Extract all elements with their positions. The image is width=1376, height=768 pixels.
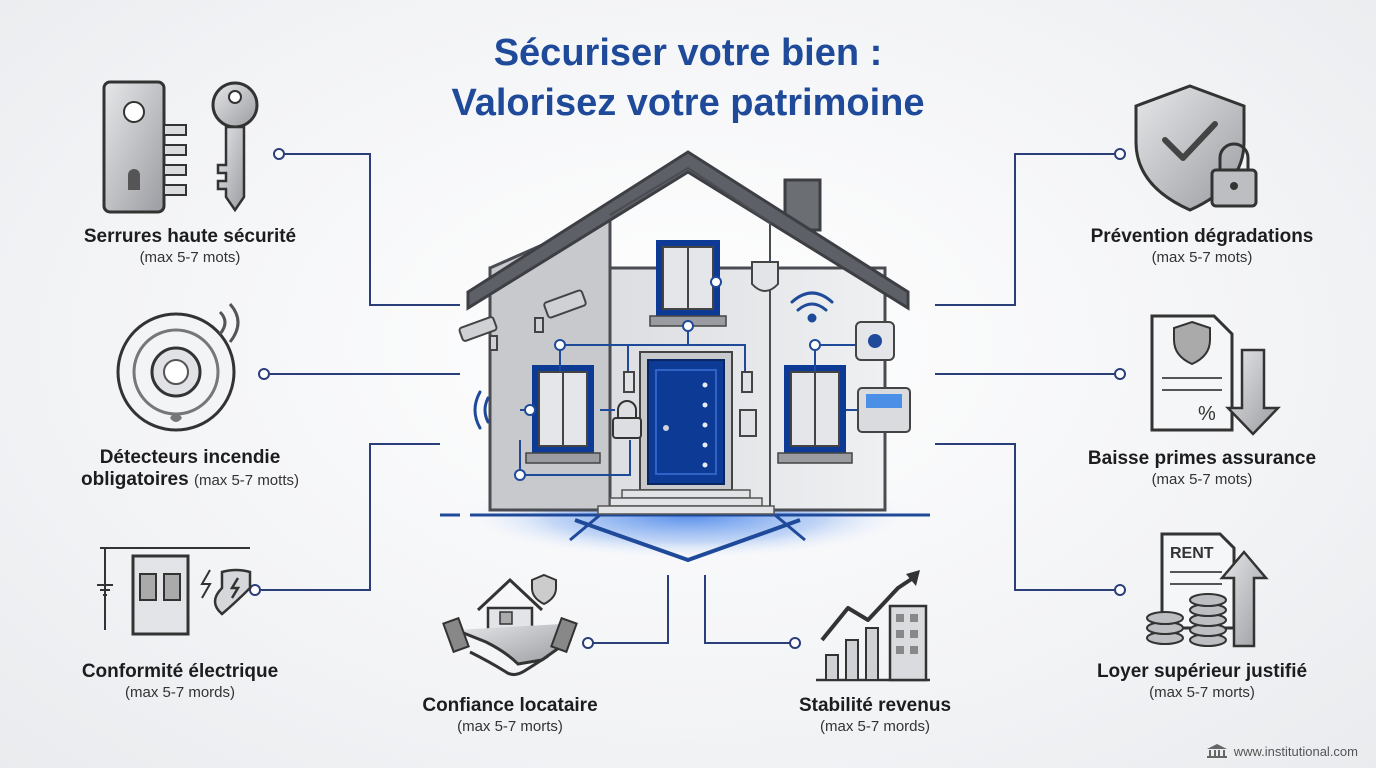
- label-prevention-title: Prévention dégradations: [1090, 226, 1314, 247]
- svg-text:%: %: [1198, 403, 1216, 425]
- growth-chart-icon: [816, 570, 930, 682]
- front-door: [647, 359, 725, 485]
- label-confiance-subtitle: (max 5-7 morts): [457, 718, 563, 735]
- label-serrures-subtitle: (max 5-7 mots): [139, 249, 241, 266]
- footer: www.institutional.com: [1206, 743, 1358, 759]
- label-loyer: Loyer supérieur justifié (max 5-7 morts): [1052, 661, 1352, 703]
- label-stabilite-subtitle: (max 5-7 mords): [819, 718, 931, 735]
- svg-text:RENT: RENT: [1170, 545, 1214, 562]
- label-conformite-title: Conformité électrique: [81, 661, 279, 682]
- label-serrures-title: Serrures haute sécurité: [83, 226, 297, 247]
- label-detecteurs-subtitle: (max 5-7 motts): [193, 472, 299, 489]
- house-illustration: [458, 150, 911, 515]
- label-detecteurs-title-1: Détecteurs incendie: [99, 447, 281, 468]
- label-prevention: Prévention dégradations (max 5-7 mots): [1052, 226, 1352, 268]
- title-line-2: Valorisez votre patrimoine: [451, 82, 925, 124]
- label-detecteurs-title-2: obligatoires: [81, 469, 189, 490]
- electrical-panel-icon: [97, 547, 252, 636]
- label-baisse-title: Baisse primes assurance: [1087, 448, 1317, 469]
- label-baisse-subtitle: (max 5-7 mots): [1151, 471, 1253, 488]
- shield-lock-icon: [1134, 84, 1258, 212]
- roof: [466, 150, 910, 311]
- label-prevention-subtitle: (max 5-7 mots): [1151, 249, 1253, 266]
- camera-sensor-icon: [855, 321, 895, 361]
- label-baisse: Baisse primes assurance (max 5-7 mots): [1052, 448, 1352, 490]
- label-confiance: Confiance locataire (max 5-7 morts): [380, 695, 640, 737]
- handshake-home-icon: [442, 573, 578, 677]
- title-line-1: Sécuriser votre bien :: [493, 32, 883, 74]
- label-conformite-subtitle: (max 5-7 mords): [124, 684, 236, 701]
- camera-icon-2: [458, 316, 498, 351]
- label-stabilite: Stabilité revenus (max 5-7 mords): [745, 695, 1005, 737]
- page-title: Sécuriser votre bien : Valorisez votre p…: [0, 28, 1376, 128]
- wifi-icon: [790, 291, 834, 323]
- ground-lines: [440, 513, 930, 563]
- smoke-detector-icon: [116, 303, 240, 432]
- insurance-document-icon: %: [1150, 314, 1281, 436]
- institution-icon: [1206, 744, 1227, 758]
- label-loyer-title: Loyer supérieur justifié: [1096, 661, 1308, 682]
- siren-icon: [751, 261, 779, 292]
- connector-dots: [249, 148, 1126, 649]
- label-loyer-subtitle: (max 5-7 morts): [1149, 684, 1255, 701]
- label-detecteurs: Détecteurs incendie obligatoires (max 5-…: [30, 447, 350, 492]
- label-stabilite-title: Stabilité revenus: [798, 695, 952, 716]
- label-confiance-title: Confiance locataire: [422, 695, 598, 716]
- footer-url[interactable]: www.institutional.com: [1233, 743, 1358, 759]
- alarm-keypad-icon: [857, 387, 911, 433]
- rent-coins-icon: RENT: [1146, 532, 1269, 648]
- padlock-icon: [612, 400, 642, 439]
- label-conformite: Conformité électrique (max 5-7 mords): [30, 661, 330, 703]
- lock-key-icon: [102, 80, 259, 214]
- label-serrures: Serrures haute sécurité (max 5-7 mots): [40, 226, 340, 268]
- connector-lines: [255, 153, 1120, 644]
- camera-icon: [534, 289, 587, 333]
- signal-icon: [473, 390, 490, 430]
